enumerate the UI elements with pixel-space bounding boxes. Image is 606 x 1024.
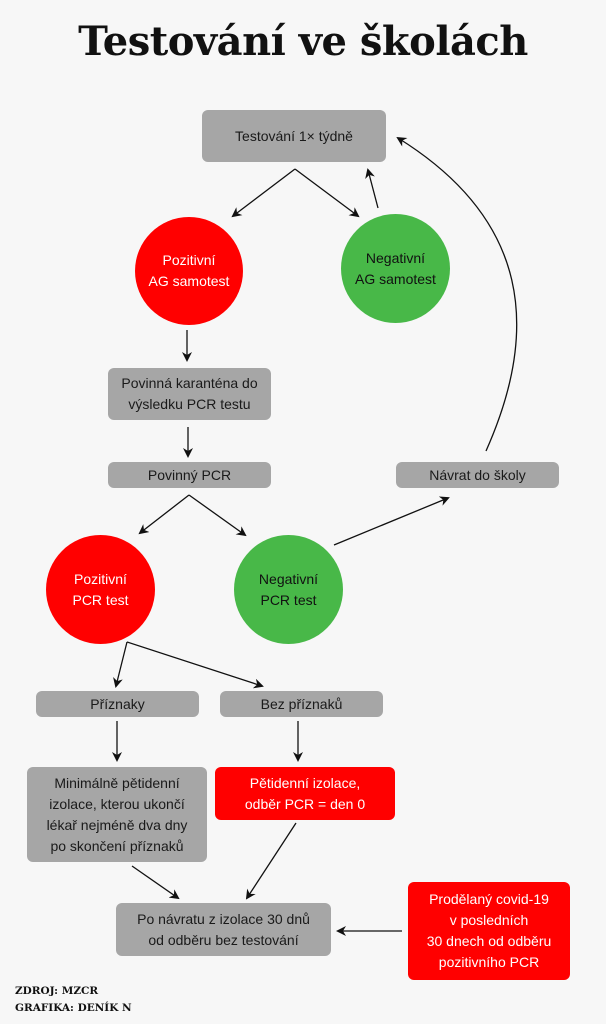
node-label: Prodělaný covid-19 v posledních 30 dnech… — [426, 891, 552, 970]
node-isolation-no-symptoms: Pětidenní izolace, odběr PCR = den 0 — [215, 767, 395, 820]
node-quarantine: Povinná karanténa do výsledku PCR testu — [108, 368, 271, 420]
arrow-negative-ag-to-weekly — [365, 168, 379, 209]
arrow-positive-pcr-to-no-symptoms — [126, 641, 264, 689]
node-label: Negativní PCR test — [258, 570, 319, 608]
node-label: Povinný PCR — [147, 466, 232, 483]
node-positive-pcr: Pozitivní PCR test — [46, 535, 155, 644]
node-label: Po návratu z izolace 30 dnů od odběru be… — [137, 910, 310, 948]
node-positive-ag: Pozitivní AG samotest — [135, 217, 243, 325]
node-label: Pozitivní PCR test — [72, 570, 129, 608]
node-label: Testování 1× týdně — [235, 127, 353, 144]
arrow-pcr-to-negative-pcr — [188, 494, 247, 537]
node-recent-covid: Prodělaný covid-19 v posledních 30 dnech… — [408, 882, 570, 980]
node-symptoms: Příznaky — [36, 691, 199, 717]
node-label: Bez příznaků — [260, 695, 343, 712]
node-after-isolation: Po návratu z izolace 30 dnů od odběru be… — [116, 903, 331, 956]
node-label: Negativní AG samotest — [355, 249, 436, 287]
node-mandatory-pcr: Povinný PCR — [108, 462, 271, 488]
page-title: Testování ve školách — [78, 18, 528, 65]
source-credit: ZDROJ: MZCR — [15, 985, 99, 997]
node-label: Minimálně pětidenní izolace, kterou ukon… — [46, 774, 188, 854]
graphics-credit: GRAFIKA: DENÍK N — [15, 1002, 132, 1014]
arrow-isolation-symptoms-to-after — [131, 865, 180, 900]
arrow-weekly-to-positive-ag — [231, 168, 296, 218]
node-negative-pcr: Negativní PCR test — [234, 535, 343, 644]
arrow-positive-pcr-to-symptoms — [113, 641, 128, 688]
node-negative-ag: Negativní AG samotest — [341, 214, 450, 323]
node-label: Pětidenní izolace, odběr PCR = den 0 — [244, 774, 366, 812]
arrow-return-to-weekly — [396, 136, 518, 452]
node-label: Návrat do školy — [429, 466, 526, 483]
arrow-pcr-to-positive-pcr — [138, 494, 190, 535]
node-label: Povinná karanténa do výsledku PCR testu — [121, 375, 258, 412]
arrow-weekly-to-negative-ag — [294, 168, 360, 218]
node-weekly-testing: Testování 1× týdně — [202, 110, 386, 162]
node-label: Pozitivní AG samotest — [148, 252, 230, 289]
credits: ZDROJ: MZCR GRAFIKA: DENÍK N — [15, 983, 132, 1017]
node-label: Příznaky — [90, 695, 145, 712]
node-return-school: Návrat do školy — [396, 462, 559, 488]
arrow-isolation-no-symptoms-to-after — [245, 822, 297, 900]
node-no-symptoms: Bez příznaků — [220, 691, 383, 717]
node-isolation-symptoms: Minimálně pětidenní izolace, kterou ukon… — [27, 767, 207, 862]
arrow-negative-pcr-to-return — [333, 496, 450, 546]
